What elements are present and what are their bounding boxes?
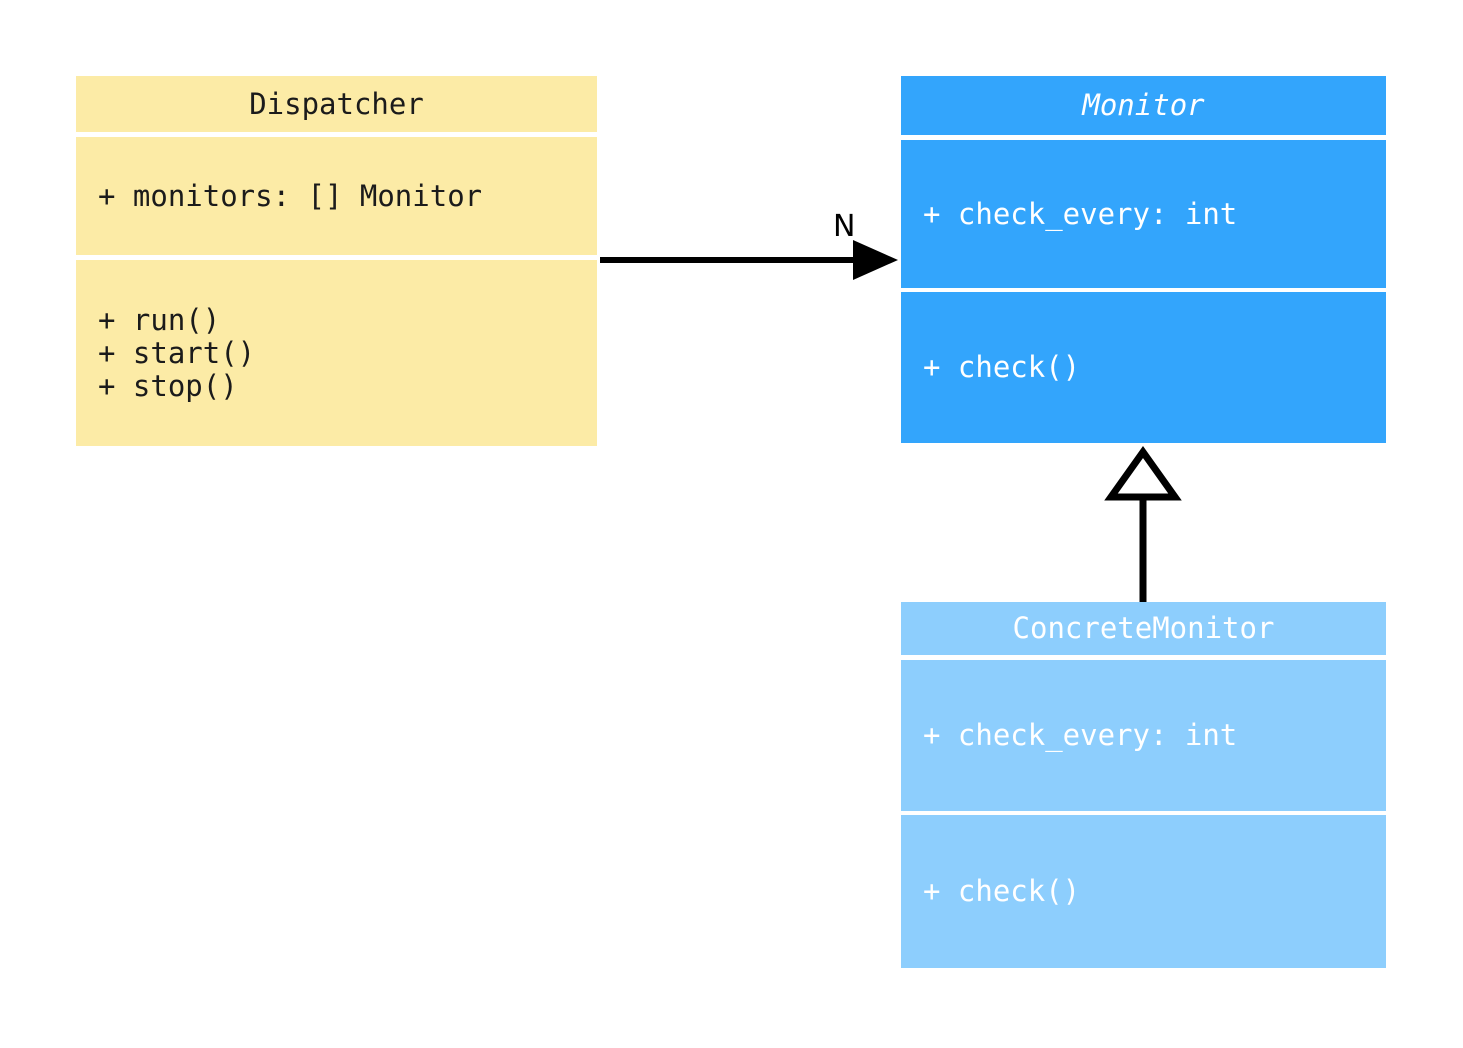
association-multiplicity-label: N bbox=[833, 209, 856, 244]
filled-arrowhead-icon bbox=[853, 240, 898, 280]
hollow-triangle-arrowhead-icon bbox=[1104, 445, 1182, 501]
method-item: + stop() bbox=[98, 368, 238, 403]
method-item: + check() bbox=[923, 350, 1081, 384]
class-name-concrete-monitor: ConcreteMonitor bbox=[1012, 611, 1275, 645]
class-header-monitor: Monitor bbox=[901, 76, 1386, 135]
class-name-dispatcher: Dispatcher bbox=[249, 86, 424, 121]
class-name-monitor: Monitor bbox=[1082, 88, 1205, 122]
class-attributes-monitor: + check_every: int bbox=[901, 140, 1386, 288]
association-dispatcher-monitor bbox=[600, 240, 898, 280]
attribute-item: + monitors: [] Monitor bbox=[98, 178, 483, 213]
method-item: + check() bbox=[923, 874, 1081, 908]
class-attributes-dispatcher: + monitors: [] Monitor bbox=[76, 137, 597, 255]
uml-class-monitor[interactable]: Monitor + check_every: int + check() bbox=[901, 76, 1386, 443]
uml-class-concrete-monitor[interactable]: ConcreteMonitor + check_every: int + che… bbox=[901, 602, 1386, 968]
class-methods-monitor: + check() bbox=[901, 292, 1386, 443]
class-header-dispatcher: Dispatcher bbox=[76, 76, 597, 132]
method-item: + start() bbox=[98, 335, 256, 370]
class-header-concrete-monitor: ConcreteMonitor bbox=[901, 602, 1386, 655]
class-methods-concrete-monitor: + check() bbox=[901, 815, 1386, 968]
class-methods-dispatcher: + run() + start() + stop() bbox=[76, 260, 597, 446]
class-attributes-concrete-monitor: + check_every: int bbox=[901, 660, 1386, 811]
method-item: + run() bbox=[98, 302, 221, 337]
attribute-item: + check_every: int bbox=[923, 718, 1238, 752]
generalization-concrete-monitor-monitor bbox=[1104, 445, 1182, 602]
attribute-item: + check_every: int bbox=[923, 196, 1238, 231]
uml-class-dispatcher[interactable]: Dispatcher + monitors: [] Monitor + run(… bbox=[76, 76, 597, 446]
